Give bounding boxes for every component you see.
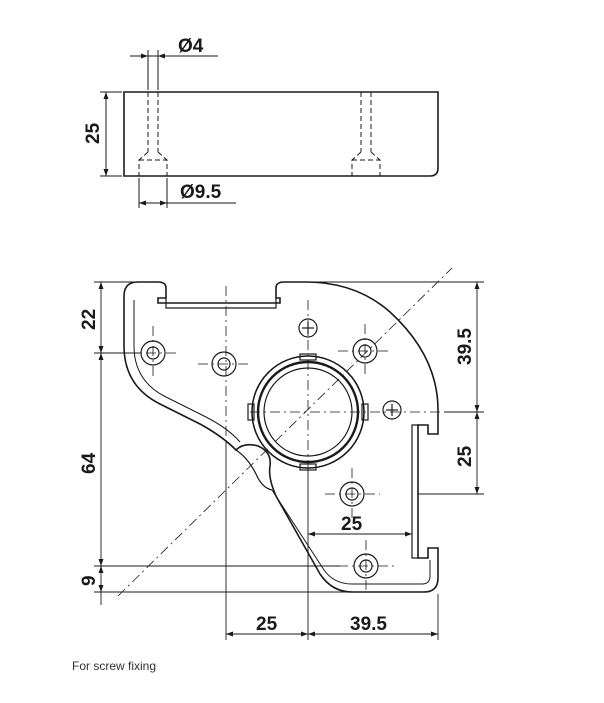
plate-outline — [123, 281, 439, 593]
label-dia4: Ø4 — [178, 36, 204, 57]
bottom-notch — [235, 449, 273, 491]
top-view — [94, 267, 484, 640]
dimension-lines — [94, 281, 484, 640]
label-dia9-5: Ø9.5 — [180, 182, 222, 203]
arrowheads-side — [103, 53, 167, 206]
left-screw-hole-hidden — [138, 92, 168, 176]
top-slot — [165, 298, 277, 309]
label-height-25: 25 — [83, 122, 104, 144]
label-22: 22 — [79, 309, 100, 330]
label-39-5-bottom: 39.5 — [350, 614, 387, 635]
plain-hole-right — [382, 400, 402, 420]
caption: For screw fixing — [72, 659, 157, 673]
center-lines — [117, 267, 470, 597]
label-25-right: 25 — [455, 445, 476, 467]
central-ring-outer — [251, 355, 365, 469]
plate-inner-edge — [133, 300, 431, 585]
dim-height-lines — [100, 91, 122, 177]
label-25-bottom: 25 — [256, 614, 278, 635]
label-64: 64 — [79, 452, 100, 474]
label-39-5-right: 39.5 — [455, 328, 476, 365]
label-25-inner: 25 — [341, 514, 363, 535]
right-screw-hole-hidden — [351, 92, 381, 176]
side-view — [100, 50, 439, 208]
side-view-outline — [123, 91, 439, 177]
label-9: 9 — [79, 575, 100, 586]
right-slot — [411, 424, 418, 559]
